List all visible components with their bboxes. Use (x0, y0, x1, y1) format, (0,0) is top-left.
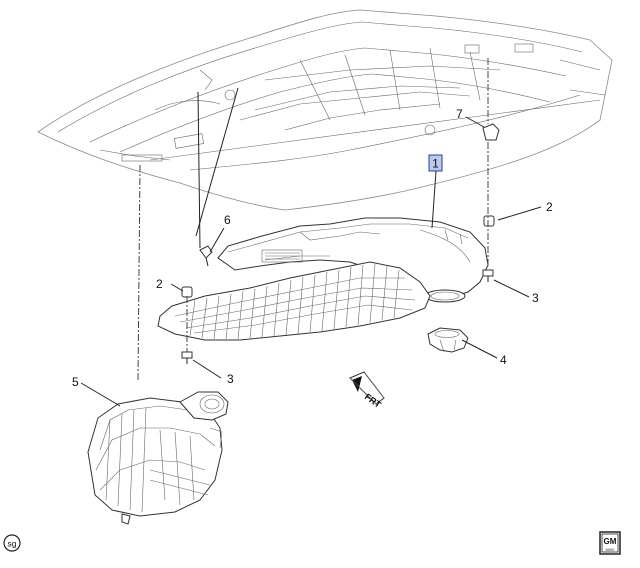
callout-label-5: 5 (72, 375, 79, 389)
fastener-bolt-right (482, 269, 494, 282)
callout-part-1: 1 (428, 154, 443, 172)
callout-label-2-left: 2 (156, 277, 163, 291)
callout-label-3-left: 3 (227, 372, 234, 386)
assembly-centerline-left (137, 164, 141, 381)
duct-grille-ribs (189, 263, 400, 340)
corner-badge-label: sg (8, 539, 17, 549)
corner-badge: sg (3, 534, 21, 552)
callout-highlight-box (428, 154, 443, 172)
gm-logo: GM 6000 (599, 531, 621, 555)
gm-logo-subtext: 6000 (606, 547, 616, 552)
pin-leader-line-2 (197, 91, 201, 249)
callout-label-3-right: 3 (532, 291, 539, 305)
front-direction-arrow: FRT (349, 371, 385, 410)
air-cleaner-assembly (87, 391, 229, 525)
callout-label-7: 7 (456, 107, 463, 121)
duct-seal-adapter (427, 327, 469, 353)
pin-leader-line (195, 87, 239, 237)
callout-label-2-right: 2 (546, 200, 553, 214)
callout-label-1: 1 (432, 157, 439, 171)
fastener-push-pin (199, 245, 213, 267)
hood-panel (37, 9, 613, 211)
gm-logo-text: GM (604, 537, 617, 546)
fastener-nut-upper (482, 123, 500, 141)
callout-leaders (80, 116, 542, 407)
callout-label-4: 4 (500, 353, 507, 367)
callout-label-6: 6 (224, 213, 231, 227)
fastener-grommet-left (181, 286, 193, 298)
fastener-grommet-right (483, 215, 495, 227)
fastener-bolt-left (181, 351, 193, 364)
air-inlet-duct (157, 217, 489, 341)
